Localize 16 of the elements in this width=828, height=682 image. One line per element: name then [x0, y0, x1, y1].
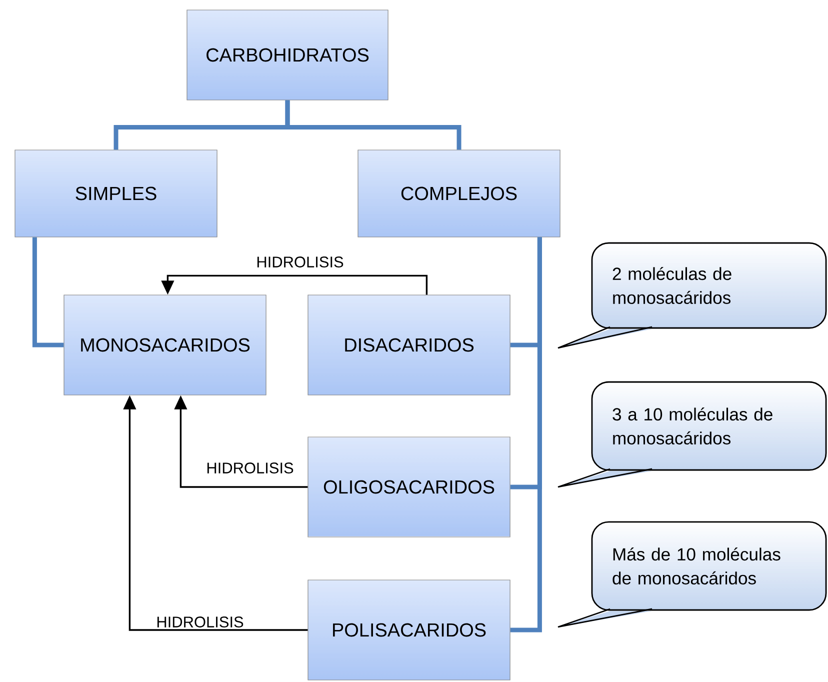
edge-label: HIDROLISIS [157, 616, 244, 628]
edge-label: HIDROLISIS [207, 462, 294, 474]
concept-box: POLISACARIDOS [308, 580, 510, 680]
concept-box: SIMPLES [14, 150, 218, 238]
connector [510, 237, 542, 632]
concept-box: COMPLEJOS [358, 150, 560, 238]
concept-box: OLIGOSACARIDOS [308, 436, 510, 538]
concept-box: MONOSACARIDOS [64, 294, 266, 396]
speech-callout: 3 a 10 moléculas de monosacáridos [557, 381, 827, 488]
concept-box: CARBOHIDRATOS [186, 10, 388, 100]
speech-callout: 2 moléculas de monosacáridos [557, 242, 827, 349]
connector [285, 100, 462, 150]
concept-box: DISACARIDOS [308, 294, 510, 396]
edge-label: HIDROLISIS [257, 256, 344, 268]
speech-callout: Más de 10 moléculas de monosacáridos [557, 521, 827, 628]
connector [32, 237, 64, 348]
